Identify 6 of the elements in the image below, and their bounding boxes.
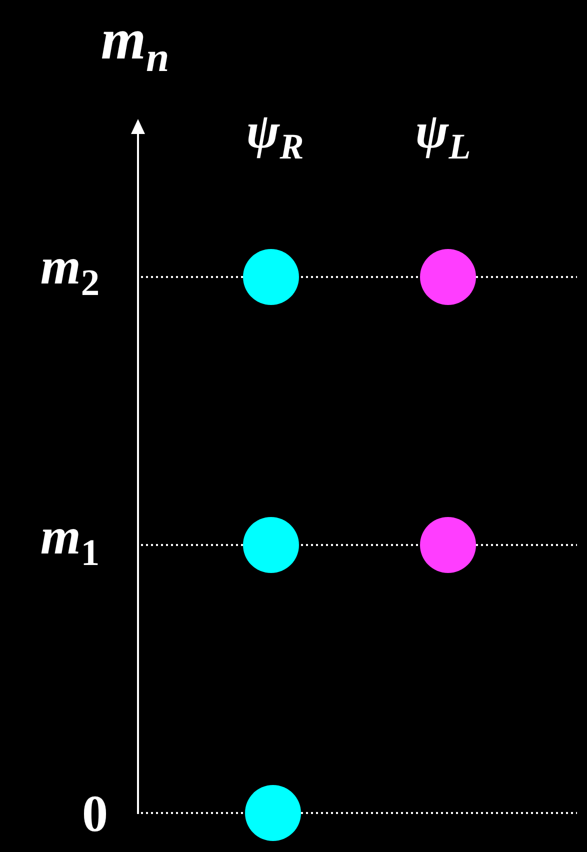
- column-label: ψ$_{L}$: [415, 106, 471, 164]
- axis-label: m$_{n}$: [100, 10, 170, 80]
- column-label: ψ$_{R}$: [246, 106, 304, 164]
- level-label: m$_{1}$: [40, 512, 100, 572]
- level-label: m$_{2}$: [40, 242, 100, 302]
- level-label: 0: [82, 789, 108, 841]
